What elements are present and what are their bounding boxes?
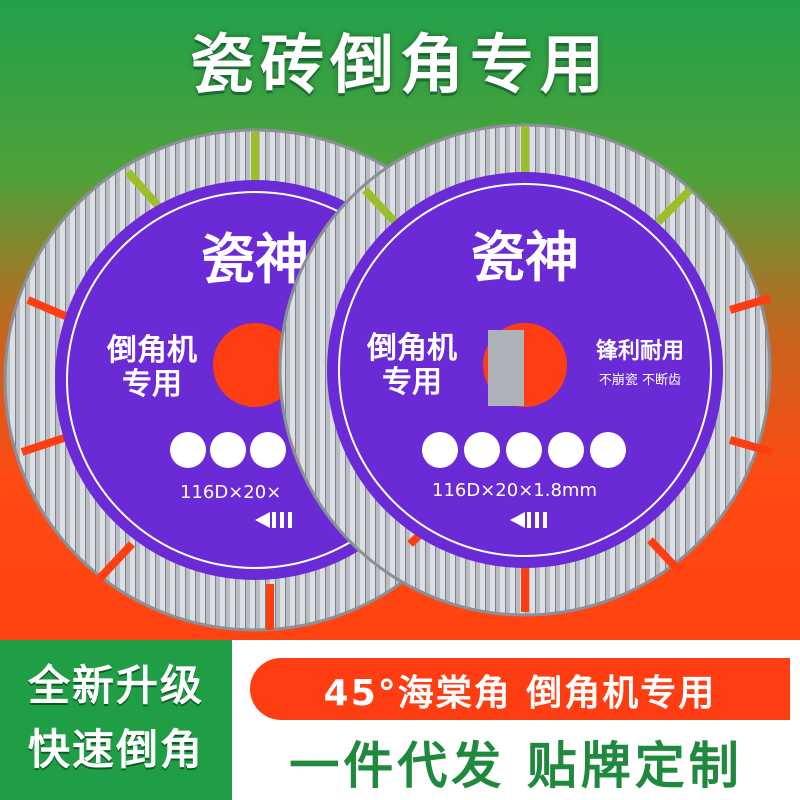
goggles-icon bbox=[464, 432, 500, 468]
badge-left-line1: 全新升级 bbox=[27, 661, 204, 710]
blade-back-direction-arrow-icon bbox=[255, 512, 292, 528]
blade-back-hub bbox=[213, 323, 297, 407]
blade-back-left-2: 专用 bbox=[122, 367, 182, 402]
badge-right-line1: 45°海棠角 倒角机专用 bbox=[323, 673, 717, 714]
blade-front-spec: 116D×20×1.8mm bbox=[432, 480, 597, 501]
blade-front-safety-icons bbox=[422, 432, 626, 468]
ear-protection-icon bbox=[422, 432, 458, 468]
glove-icon bbox=[590, 432, 626, 468]
blade-back-safety-icons bbox=[170, 432, 286, 468]
goggles-icon bbox=[210, 432, 246, 468]
no-wet-icon bbox=[506, 432, 542, 468]
blade-back-left-1: 倒角机 bbox=[106, 333, 197, 368]
blade-back-spec: 116D×20× bbox=[180, 482, 281, 503]
blade-back-brand: 瓷神 bbox=[201, 227, 309, 291]
blade-front-left-2: 专用 bbox=[382, 365, 442, 400]
badge-left bbox=[0, 640, 232, 800]
mask-icon bbox=[548, 432, 584, 468]
no-wet-icon bbox=[250, 432, 286, 468]
blade-front-right-small: 不崩瓷 不断齿 bbox=[599, 373, 681, 388]
blade-back-slots bbox=[20, 132, 274, 630]
blade-back-overlap bbox=[488, 330, 524, 406]
badge-left-line2: 快速倒角 bbox=[27, 725, 204, 774]
blade-front-brand: 瓷神 bbox=[471, 225, 579, 289]
badge-right-line2: 一件代发 贴牌定制 bbox=[289, 737, 743, 795]
blade-front: 瓷神 倒角机 专用 锋利耐用 不崩瓷 不断齿 116D×20×1.8mm bbox=[278, 123, 774, 617]
blade-front-direction-arrow-icon bbox=[510, 512, 547, 528]
ear-protection-icon bbox=[170, 432, 206, 468]
page-title: 瓷砖倒角专用 bbox=[190, 29, 610, 103]
blade-front-right-main: 锋利耐用 bbox=[596, 338, 684, 364]
blade-front-left-1: 倒角机 bbox=[366, 331, 457, 366]
badge-right-bar bbox=[250, 658, 790, 720]
